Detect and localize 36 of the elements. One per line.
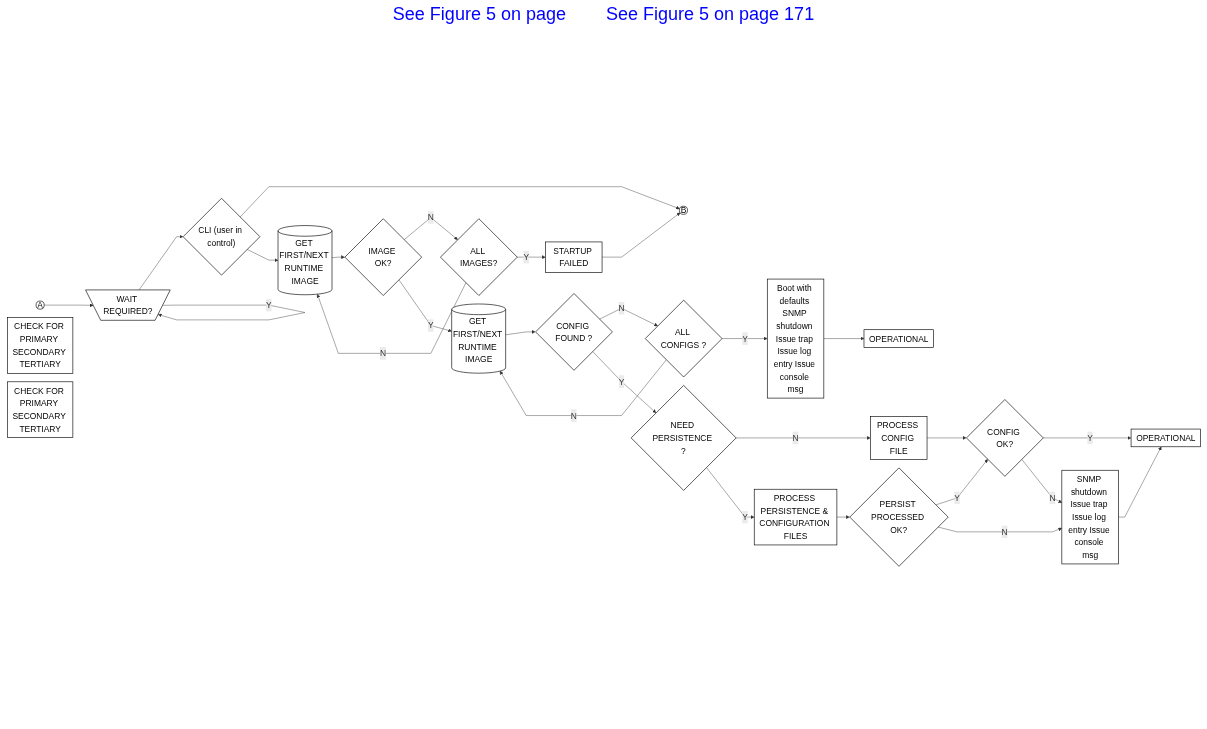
node-box: CHECK FOR PRIMARY SECONDARY TERTIARY: [6, 381, 73, 438]
node-diamond: CONFIG FOUND ?: [534, 293, 613, 371]
edge-label: N: [427, 212, 434, 223]
edge-label: N: [618, 303, 625, 313]
node-diamond: CLI (user in control): [182, 198, 260, 276]
edge-label: Y: [265, 300, 272, 310]
node-box: SNMP shutdown Issue trap Issue log entry Issue console msg: [1061, 469, 1119, 565]
edge-label: Y: [741, 512, 748, 522]
edge-label: N: [570, 410, 577, 421]
node-box: OPERATIONAL: [1130, 428, 1201, 448]
edge-label: Y: [618, 376, 624, 387]
edge-label: N: [1048, 493, 1056, 503]
edge-label: N: [379, 348, 386, 358]
edge-label: N: [1001, 527, 1008, 537]
edge-label: Y: [522, 252, 529, 262]
node-diamond: ALL IMAGES?: [439, 218, 518, 296]
edge-label: Y: [1086, 433, 1093, 443]
node-box: PROCESS PERSISTENCE & CONFIGURATION FILES: [753, 488, 837, 546]
cross-reference-note: See Figure 5 on page 171: [606, 4, 815, 26]
node-circle: A: [35, 300, 45, 310]
node-box: STARTUP FAILED: [544, 241, 602, 273]
node-circle: B: [678, 205, 688, 215]
node-box: PROCESS CONFIG FILE: [869, 416, 927, 460]
node-diamond: CONFIG OK?: [965, 399, 1044, 477]
node-box: CHECK FOR PRIMARY SECONDARY TERTIARY: [6, 317, 73, 374]
cross-reference-note: See Figure 5 on page: [392, 4, 566, 26]
edge-label: N: [792, 433, 799, 443]
node-diamond: PERSIST PROCESSED OK?: [848, 467, 948, 567]
node-box: Boot with defaults SNMP shutdown Issue trap Issue log entry Issue console msg: [766, 278, 824, 399]
edge-label: Y: [427, 320, 434, 331]
edge-label: Y: [741, 333, 748, 344]
node-diamond: NEED PERSISTENCE ?: [630, 385, 736, 491]
edge-label: Y: [953, 493, 960, 503]
node-box: OPERATIONAL: [863, 329, 934, 348]
node-diamond: ALL CONFIGS ?: [644, 299, 722, 378]
node-diamond: IMAGE OK?: [344, 218, 422, 296]
